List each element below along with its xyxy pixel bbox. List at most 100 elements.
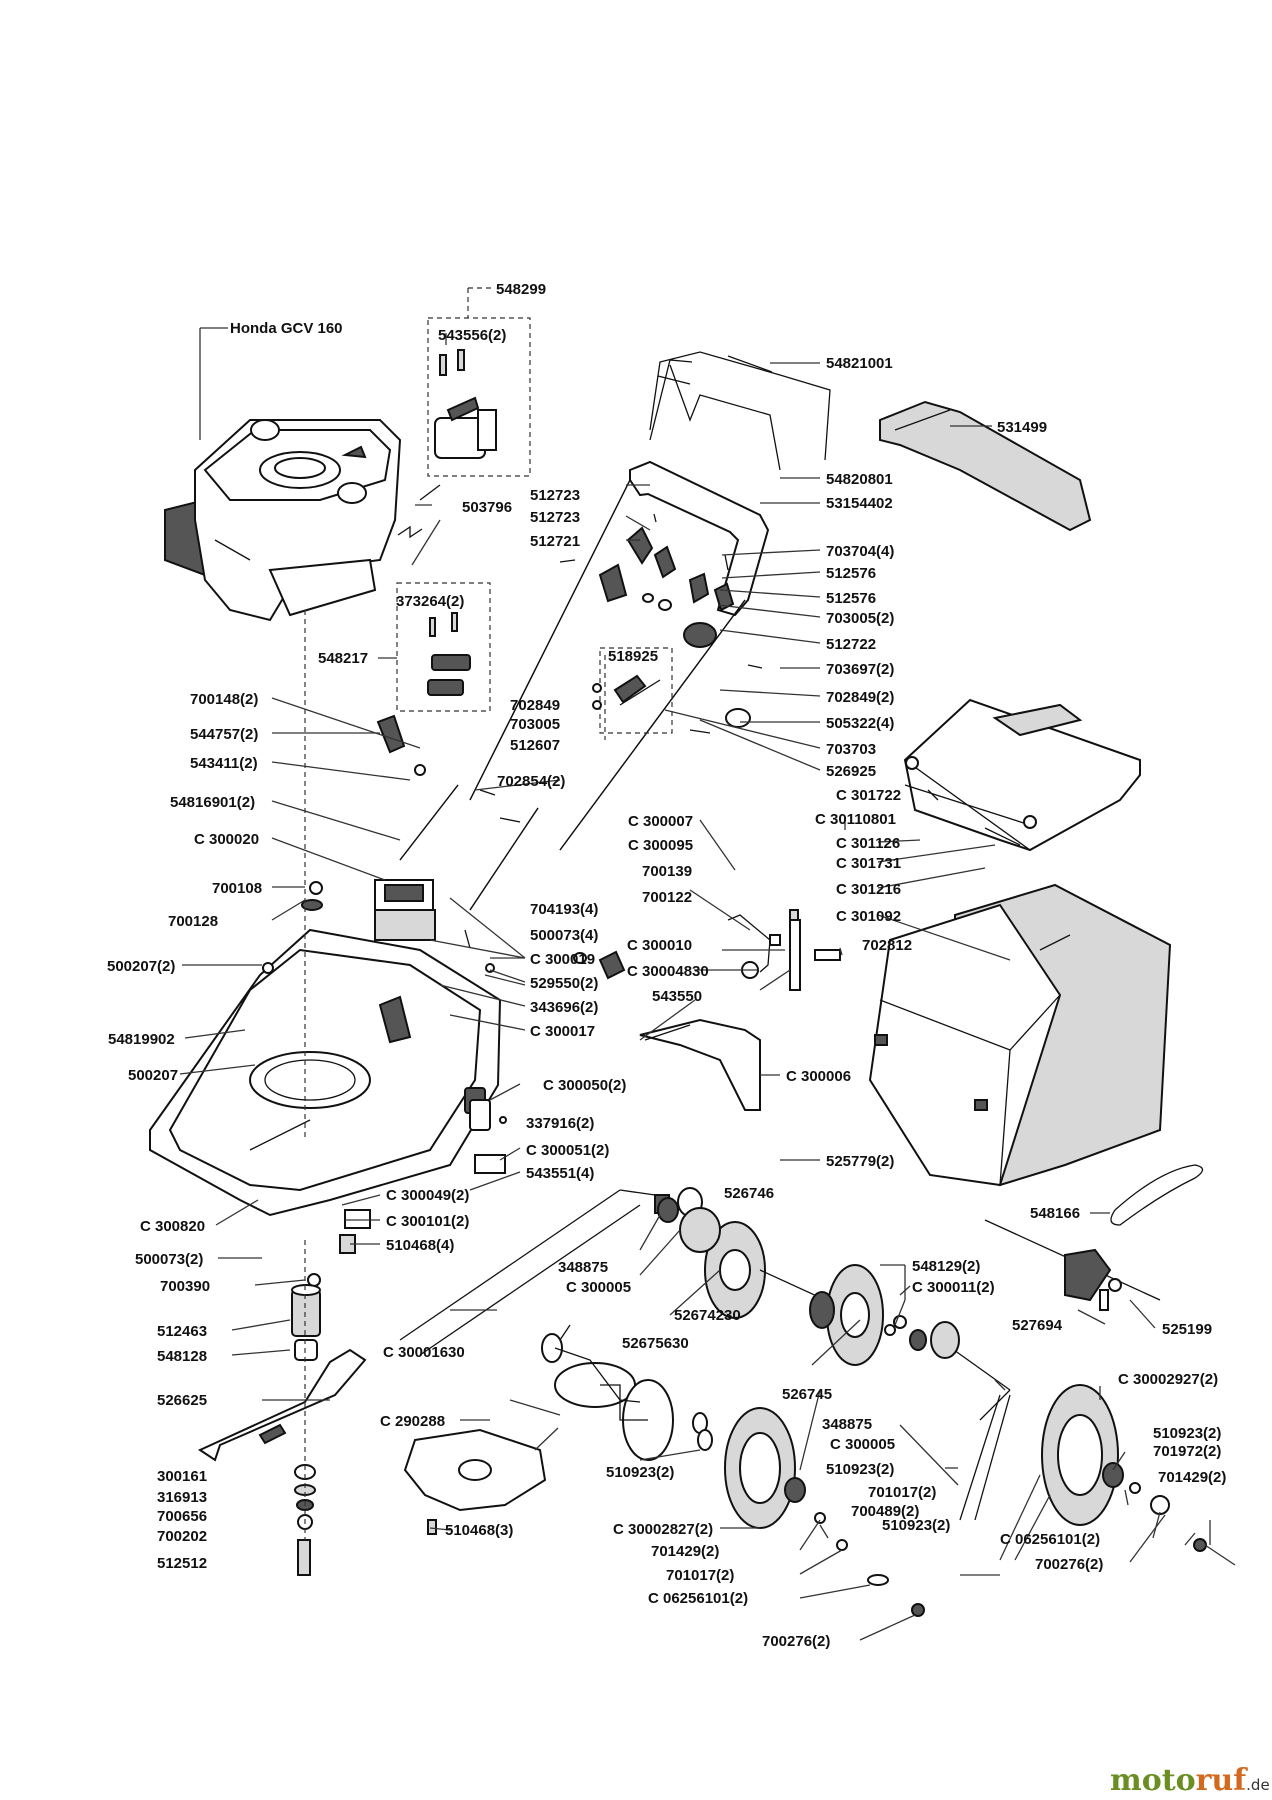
part-number-label: 512607	[510, 737, 560, 754]
part-number-label: 500073(4)	[530, 927, 598, 944]
part-number-label: C 300010	[627, 937, 692, 954]
deflector-drawing	[639, 1018, 761, 1111]
watermark-part1: moto	[1110, 1763, 1196, 1798]
part-number-label: 548299	[496, 281, 546, 298]
part-number-label: 512463	[157, 1323, 207, 1340]
drive-axle-drawing	[399, 1187, 907, 1366]
mower-deck-drawing	[149, 879, 502, 1254]
part-number-label: 526625	[157, 1392, 207, 1409]
cable-clamp-drawing	[427, 612, 471, 696]
part-number-label: C 06256101(2)	[1000, 1531, 1100, 1548]
part-number-label: C 290288	[380, 1413, 445, 1430]
part-number-label: C 300019	[530, 951, 595, 968]
part-number-label: 702812	[862, 937, 912, 954]
part-number-label: C 30001630	[383, 1344, 465, 1361]
small-pinion-drawing	[657, 1197, 960, 1451]
part-number-label: 548166	[1030, 1205, 1080, 1222]
belt-drawing	[1110, 1164, 1204, 1226]
part-number-label: 701017(2)	[868, 1484, 936, 1501]
part-number-label: 54816901(2)	[170, 794, 255, 811]
part-number-label: 700108	[212, 880, 262, 897]
group-box-548217	[396, 582, 491, 712]
part-number-label: 518925	[608, 648, 658, 665]
part-number-label: 702849(2)	[826, 689, 894, 706]
part-number-label: 543556(2)	[438, 327, 506, 344]
part-number-label: C 300051(2)	[526, 1142, 609, 1159]
part-number-label: C 30002927(2)	[1118, 1371, 1218, 1388]
part-number-label: 510923(2)	[1153, 1425, 1221, 1442]
part-number-label: 531499	[997, 419, 1047, 436]
part-number-label: 526746	[724, 1185, 774, 1202]
gear-wheel-drawing	[554, 1362, 708, 1461]
engine-drawing	[164, 419, 402, 622]
part-number-label: 512722	[826, 636, 876, 653]
part-number-label: 700148(2)	[190, 691, 258, 708]
part-number-label: 700276(2)	[762, 1633, 830, 1650]
part-number-label: 701017(2)	[666, 1567, 734, 1584]
gearbox-drawing	[984, 1219, 1161, 1311]
part-number-label: 703704(4)	[826, 543, 894, 560]
part-number-label: 704193(4)	[530, 901, 598, 918]
part-number-label: 54821001	[826, 355, 893, 372]
part-number-label: C 300006	[786, 1068, 851, 1085]
part-number-label: 529550(2)	[530, 975, 598, 992]
part-number-label: 500207	[128, 1067, 178, 1084]
part-number-label: 512723	[530, 487, 580, 504]
part-number-label: C 300049(2)	[386, 1187, 469, 1204]
part-number-label: 525779(2)	[826, 1153, 894, 1170]
part-number-label: 525199	[1162, 1321, 1212, 1338]
part-number-label: C 301126	[836, 835, 900, 852]
part-number-label: 543551(4)	[526, 1165, 594, 1182]
part-number-label: 700122	[642, 889, 692, 906]
part-number-label: 500207(2)	[107, 958, 175, 975]
part-number-label: 700128	[168, 913, 218, 930]
part-number-label: C 300101(2)	[386, 1213, 469, 1230]
part-number-label: C 30002827(2)	[613, 1521, 713, 1538]
watermark-part2: ruf	[1196, 1763, 1249, 1798]
part-number-label: 548217	[318, 650, 368, 667]
part-number-label: 512576	[826, 565, 876, 582]
part-number-label: C 300005	[830, 1436, 895, 1453]
part-number-label: 505322(4)	[826, 715, 894, 732]
grass-bag-drawing	[868, 883, 1172, 1187]
mulch-plate-drawing	[403, 1428, 547, 1535]
part-number-label: 512723	[530, 509, 580, 526]
part-number-label: 703005	[510, 716, 560, 733]
part-number-label: 510923(2)	[882, 1517, 950, 1534]
part-number-label: 548128	[157, 1348, 207, 1365]
part-number-label: 700139	[642, 863, 692, 880]
group-box-548299	[427, 317, 531, 477]
part-number-label: 702849	[510, 697, 560, 714]
part-number-label: C 300020	[194, 831, 259, 848]
part-number-label: 510923(2)	[606, 1464, 674, 1481]
part-number-label: 700656	[157, 1508, 207, 1525]
lower-handle-drawing	[376, 714, 626, 980]
part-number-label: C 06256101(2)	[648, 1590, 748, 1607]
part-number-label: 54819902	[108, 1031, 175, 1048]
part-number-label: 526925	[826, 763, 876, 780]
part-number-label: 500073(2)	[135, 1251, 203, 1268]
part-number-label: 510468(3)	[445, 1522, 513, 1539]
part-number-label: 53154402	[826, 495, 893, 512]
part-number-label: C 301092	[836, 908, 901, 925]
part-number-label: 702854(2)	[497, 773, 565, 790]
rear-drive-wheel-drawing	[939, 1339, 1207, 1552]
part-number-label: 700390	[160, 1278, 210, 1295]
part-number-label: 701429(2)	[651, 1543, 719, 1560]
watermark-suffix: .de	[1246, 1776, 1270, 1794]
part-number-label: C 300005	[566, 1279, 631, 1296]
rear-plug-drawing	[727, 909, 841, 991]
crank-shaft-drawing	[541, 1324, 641, 1403]
part-number-label: 52675630	[622, 1335, 689, 1352]
part-number-label: 703005(2)	[826, 610, 894, 627]
part-number-label: 510923(2)	[826, 1461, 894, 1478]
throttle-control-drawing	[397, 349, 497, 539]
part-number-label: C 300050(2)	[543, 1077, 626, 1094]
part-number-label: 512512	[157, 1555, 207, 1572]
part-number-label: 700202	[157, 1528, 207, 1545]
part-number-label: 543411(2)	[190, 755, 258, 772]
part-number-label: 512576	[826, 590, 876, 607]
part-number-label: 548129(2)	[912, 1258, 980, 1275]
part-number-label: 503796	[462, 499, 512, 516]
